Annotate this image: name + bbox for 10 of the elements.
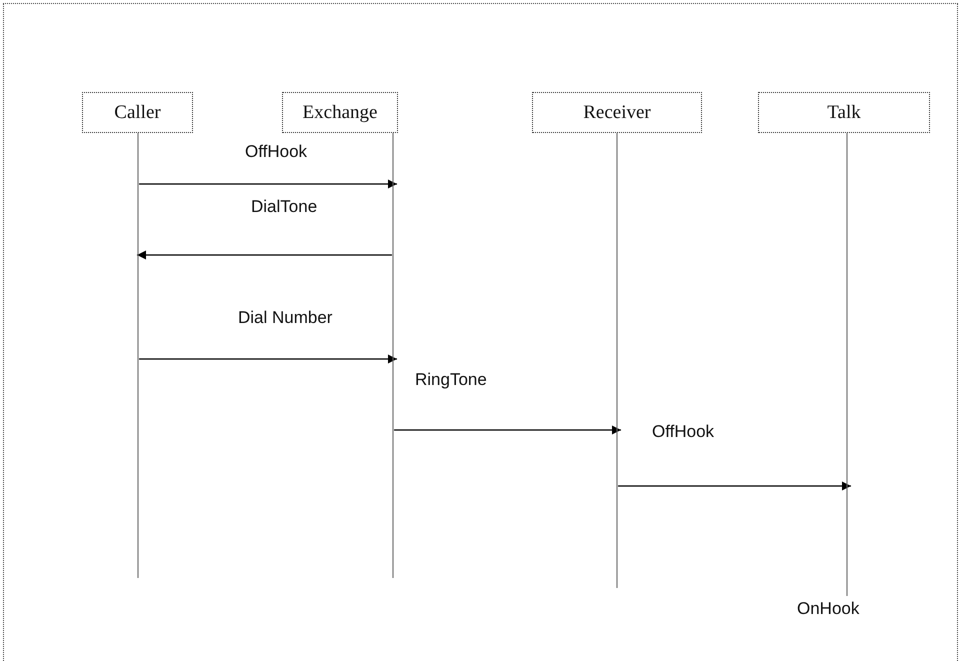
participant-name: Receiver [583,102,651,124]
message-arrow [139,354,397,364]
message-arrow [618,482,851,490]
message-label: RingTone [415,370,487,390]
message-arrow [394,426,621,434]
message-arrow [137,250,392,260]
participant-name: Exchange [302,102,378,124]
message-arrow [139,180,397,188]
participant-name: Talk [827,102,861,124]
participant-name: Caller [114,102,161,124]
